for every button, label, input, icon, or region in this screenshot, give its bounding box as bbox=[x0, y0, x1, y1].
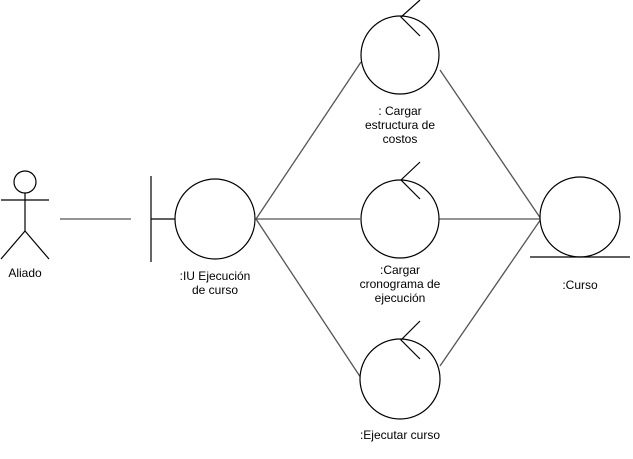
connectors bbox=[60, 61, 542, 379]
entity-label: :Curso bbox=[562, 278, 598, 292]
control-label-ejecutar-line1: :Ejecutar curso bbox=[359, 428, 441, 442]
control-label-costos: : Cargar estructura de costos bbox=[340, 104, 460, 146]
boundary-label-line1: :IU Ejecución bbox=[179, 269, 251, 283]
control-label-costos-line1: : Cargar bbox=[378, 104, 422, 118]
control-cargar-estructura-de-costos bbox=[360, 0, 440, 95]
control-arrow-icon bbox=[400, 161, 421, 200]
connector-boundary-ejecutar bbox=[255, 218, 362, 379]
connector-costos-curso bbox=[439, 69, 542, 220]
control-label-costos-line2: estructura de bbox=[364, 118, 436, 132]
connector-ejecutar-curso bbox=[439, 218, 542, 367]
control-label-cronograma-line2: cronograma de bbox=[359, 277, 441, 291]
control-label-cronograma-line1: :Cargar bbox=[379, 263, 420, 277]
actor-head bbox=[13, 170, 37, 194]
control-label-cronograma: :Cargar cronograma de ejecución bbox=[340, 263, 460, 305]
control-label-costos-line3: costos bbox=[382, 132, 418, 146]
entity-curso bbox=[530, 176, 630, 258]
control-label-cronograma-line3: ejecución bbox=[374, 291, 426, 305]
control-label-ejecutar: :Ejecutar curso bbox=[340, 428, 460, 442]
boundary-iu-ejecucion-de-curso bbox=[150, 176, 256, 262]
control-arrow-icon bbox=[400, 320, 421, 360]
control-arrow-icon bbox=[400, 0, 421, 37]
control-ejecutar-curso bbox=[359, 320, 441, 420]
control-cargar-cronograma-de-ejecucion bbox=[360, 161, 440, 259]
actor-aliado bbox=[0, 170, 50, 260]
entity-circle bbox=[539, 176, 621, 258]
boundary-label-line2: de curso bbox=[191, 283, 239, 297]
boundary-circle bbox=[174, 178, 256, 260]
actor-label: Aliado bbox=[8, 266, 42, 280]
connector-boundary-costos bbox=[255, 61, 362, 220]
boundary-label: :IU Ejecución de curso bbox=[155, 269, 275, 297]
